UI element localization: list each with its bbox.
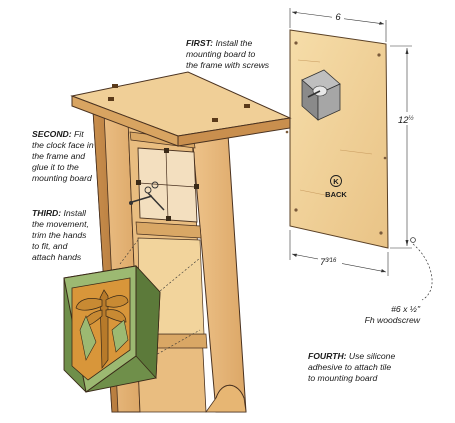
screw-hole	[294, 208, 298, 212]
dragonfly-tile	[63, 264, 161, 393]
callout-screw: #6 x ½" Fh woodscrew	[365, 304, 421, 325]
callout-screw-line: #6 x ½"	[391, 304, 421, 314]
callout-second-line: Fit	[74, 129, 84, 139]
back-label: BACK	[325, 190, 347, 199]
callout-first-line: the frame with screws	[186, 60, 270, 70]
dimension-top: 6	[289, 8, 387, 42]
callout-fourth-line: adhesive to attach tile	[308, 362, 391, 372]
dimension-right-value: 12½	[398, 115, 414, 126]
callout-first: FIRST: Install the mounting board to the…	[186, 38, 270, 70]
dimension-top-value: 6	[335, 12, 341, 23]
callout-first-label: FIRST:	[186, 38, 213, 48]
dimension-bottom: 73⁄16	[289, 230, 389, 276]
screw-hole	[285, 130, 289, 134]
callout-fourth-line: to mounting board	[308, 373, 377, 383]
svg-text:FIRST: Install the: FIRST: Install the	[186, 38, 252, 48]
screw-hole	[377, 53, 381, 57]
dimension-right: 12½	[390, 45, 418, 249]
callout-second: SECOND: Fit the clock face in the frame …	[32, 129, 94, 183]
screw-hole	[383, 156, 387, 160]
callout-second-line: the frame and	[32, 151, 85, 161]
screw-leader	[410, 237, 433, 301]
callout-second-line: the clock face in	[32, 140, 94, 150]
clock-top	[70, 71, 292, 147]
dragonfly-icon	[75, 289, 129, 370]
callout-fourth-label: FOURTH:	[308, 351, 347, 361]
callout-third: THIRD: Install the movement, trim the ha…	[32, 208, 89, 262]
svg-text:THIRD: Install: THIRD: Install	[32, 208, 87, 218]
clock-hands-icon	[129, 181, 165, 211]
dimension-bottom-value: 73⁄16	[320, 257, 337, 268]
callout-third-line: trim the hands	[32, 230, 87, 240]
clock-face	[129, 147, 199, 223]
callout-first-line: mounting board to	[186, 49, 255, 59]
callout-third-line: attach hands	[32, 252, 82, 262]
clock-movement-icon	[301, 69, 341, 121]
back-marker-letter: K	[333, 177, 339, 186]
callout-third-line: the movement,	[32, 219, 89, 229]
mounting-board	[285, 29, 389, 249]
woodscrew-icon	[410, 237, 416, 243]
callout-third-line: Install	[64, 208, 88, 218]
svg-text:FOURTH: Use silicone: FOURTH: Use silicone	[308, 351, 395, 361]
callout-second-line: mounting board	[32, 173, 92, 183]
callout-third-line: to fit, and	[32, 241, 68, 251]
callout-fourth: FOURTH: Use silicone adhesive to attach …	[308, 351, 395, 383]
callout-first-line: Install the	[215, 38, 252, 48]
svg-text:SECOND: Fit: SECOND: Fit	[32, 129, 84, 139]
callout-third-label: THIRD:	[32, 208, 61, 218]
callout-fourth-line: Use silicone	[349, 351, 396, 361]
callout-second-label: SECOND:	[32, 129, 72, 139]
callout-screw-line: Fh woodscrew	[365, 315, 421, 325]
screw-hole	[379, 231, 383, 235]
screw-hole	[294, 41, 298, 45]
tile-leader-lines	[119, 239, 201, 357]
back-marker: K BACK	[325, 175, 347, 199]
callout-second-line: glue it to the	[32, 162, 79, 172]
